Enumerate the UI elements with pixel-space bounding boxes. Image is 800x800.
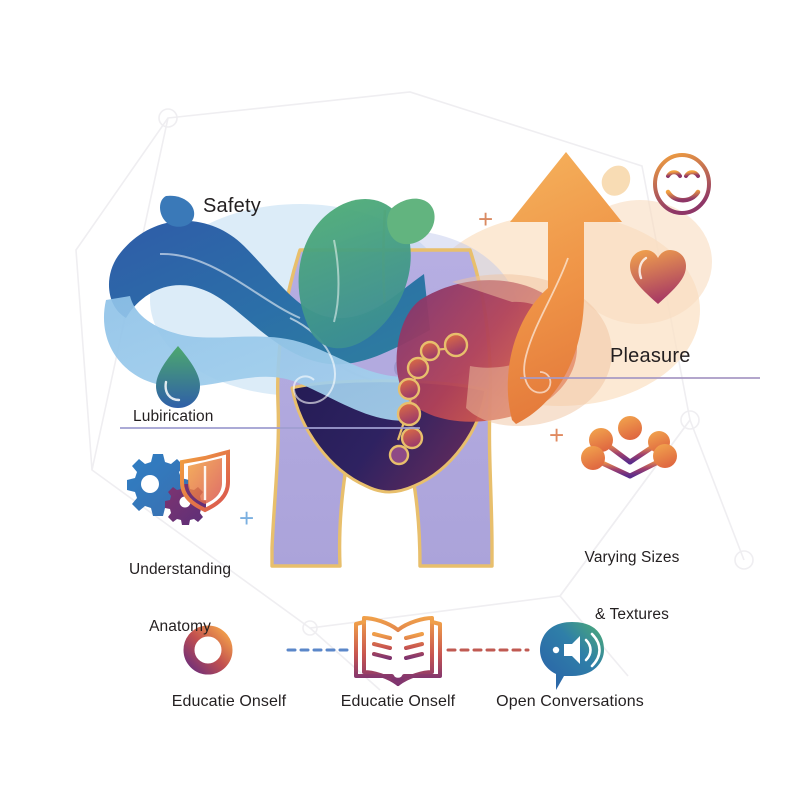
speech-bubble-icon bbox=[540, 622, 604, 690]
bottom-label-open-conversations: Open Conversations bbox=[496, 693, 644, 710]
bottom-label-educate-oneself-book: Educatie Onself bbox=[340, 693, 456, 710]
upward-arrow-icon bbox=[507, 152, 631, 424]
smiley-face-icon bbox=[653, 153, 711, 215]
section-label-safety: Safety bbox=[203, 195, 261, 217]
open-book-icon bbox=[354, 616, 442, 686]
leaf-shapes bbox=[298, 198, 435, 349]
understanding-anatomy-line2: Anatomy bbox=[149, 617, 211, 635]
varying-sizes-line1: Varying Sizes bbox=[584, 548, 680, 566]
bead-chain bbox=[388, 332, 469, 466]
key-icon bbox=[183, 625, 273, 675]
gears-shield-icon bbox=[127, 449, 230, 525]
section-label-pleasure: Pleasure bbox=[610, 345, 691, 367]
plus-sign-top: + bbox=[478, 204, 494, 234]
plus-sign-right: + bbox=[549, 420, 565, 450]
shield-icon bbox=[180, 449, 230, 513]
item-label-lubrication: Lubirication bbox=[133, 408, 214, 425]
bottom-label-educate-oneself-key: Educatie Onself bbox=[171, 693, 287, 710]
droplet-icon bbox=[156, 346, 200, 408]
texture-tree-icon bbox=[581, 416, 677, 508]
understanding-anatomy-line1: Understanding bbox=[128, 560, 232, 578]
item-label-varying-sizes-textures: Varying Sizes & Textures bbox=[560, 511, 704, 662]
plus-sign-left: + bbox=[239, 503, 255, 533]
item-label-understanding-anatomy: Understanding Anatomy bbox=[110, 523, 250, 674]
heart-icon bbox=[630, 250, 686, 304]
varying-sizes-line2: & Textures bbox=[595, 605, 669, 623]
